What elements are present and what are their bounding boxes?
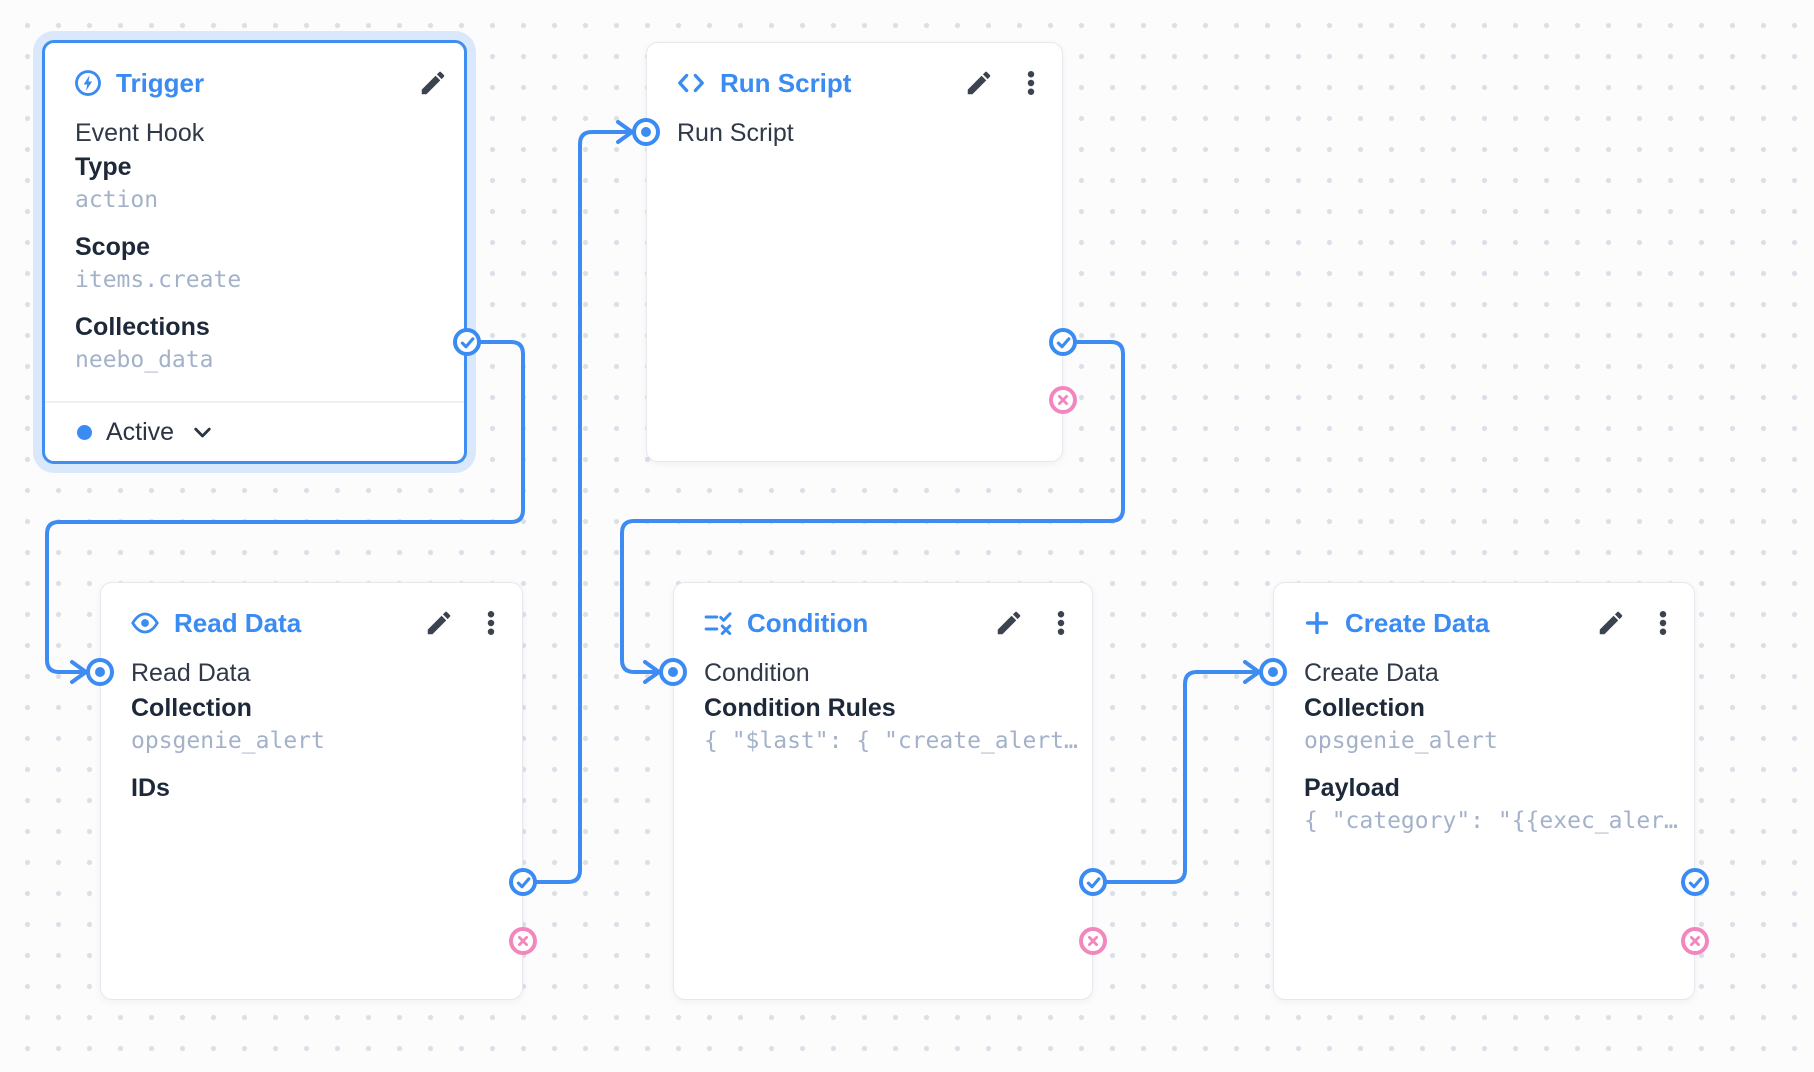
reject-port-read-data[interactable] <box>509 927 537 955</box>
edit-node-button[interactable] <box>418 68 448 98</box>
field-label: Collections <box>75 313 210 341</box>
rule-icon <box>702 608 734 638</box>
chevron-down-icon <box>190 420 215 445</box>
resolve-port-condition[interactable] <box>1079 868 1107 896</box>
node-field: Collections neebo_data <box>75 310 450 377</box>
edit-node-button[interactable] <box>994 608 1024 638</box>
node-menu-button[interactable] <box>1016 68 1046 98</box>
resolve-port-read-data[interactable] <box>509 868 537 896</box>
field-label: Condition Rules <box>704 694 896 722</box>
node-text: Event Hook <box>75 119 205 147</box>
field-value: { "$last": { "create_alert… <box>704 728 1078 754</box>
flow-node-create-data[interactable]: Create Data Create Data Collection opsgen… <box>1273 582 1695 1000</box>
field-label: Type <box>75 153 132 181</box>
field-label: Collection <box>131 694 252 722</box>
node-menu-button[interactable] <box>476 608 506 638</box>
bolt-icon <box>73 68 103 98</box>
edit-node-button[interactable] <box>424 608 454 638</box>
flow-node-condition[interactable]: Condition Condition Condition Rules { "$l… <box>673 582 1093 1000</box>
node-field: Scope items.create <box>75 230 450 297</box>
node-menu-button[interactable] <box>1046 608 1076 638</box>
node-field: Collection opsgenie_alert <box>1304 691 1680 758</box>
arrowhead-icon <box>616 120 634 144</box>
node-header: Trigger <box>73 65 448 101</box>
node-title: Trigger <box>116 67 205 98</box>
node-field: IDs <box>131 771 508 805</box>
arrowhead-icon <box>643 660 661 684</box>
reject-port-run-script[interactable] <box>1049 386 1077 414</box>
resolve-port-trigger[interactable] <box>453 328 481 356</box>
node-header: Read Data <box>129 605 506 641</box>
field-label: Collection <box>1304 694 1425 722</box>
input-port-label: Run Script <box>677 118 794 147</box>
input-port-label: Condition <box>704 658 810 687</box>
input-port-condition[interactable] <box>659 658 687 686</box>
field-value: opsgenie_alert <box>1304 728 1498 754</box>
resolve-port-create-data[interactable] <box>1681 868 1709 896</box>
plus-icon <box>1302 608 1332 638</box>
field-value: { "category": "{{exec_aler… <box>1304 808 1678 834</box>
arrowhead-icon <box>70 660 88 684</box>
reject-port-condition[interactable] <box>1079 927 1107 955</box>
node-field: Condition Rules { "$last": { "create_aler… <box>704 691 1078 758</box>
node-body: Condition Rules { "$last": { "create_aler… <box>704 691 1078 771</box>
edit-node-button[interactable] <box>1596 608 1626 638</box>
field-value: items.create <box>75 267 242 293</box>
node-title: Run Script <box>720 67 852 98</box>
node-header: Run Script <box>675 65 1046 101</box>
flow-node-read-data[interactable]: Read Data Read Data Collection opsgenie_a… <box>100 582 523 1000</box>
edit-node-button[interactable] <box>964 68 994 98</box>
field-label: Scope <box>75 233 151 261</box>
arrowhead-icon <box>1243 660 1261 684</box>
field-value: opsgenie_alert <box>131 728 325 754</box>
node-field: Collection opsgenie_alert <box>131 691 508 758</box>
input-port-label: Create Data <box>1304 658 1439 687</box>
input-port-create-data[interactable] <box>1259 658 1287 686</box>
input-port-label: Read Data <box>131 658 251 687</box>
input-port-run-script[interactable] <box>632 118 660 146</box>
status-label: Active <box>106 417 175 446</box>
field-label: Payload <box>1304 774 1400 802</box>
status-dropdown[interactable]: Active <box>45 401 464 461</box>
input-port-read-data[interactable] <box>86 658 114 686</box>
node-title: Read Data <box>174 607 302 638</box>
connection-read-data-to-run-script <box>521 130 634 884</box>
status-dot-icon <box>77 424 92 440</box>
field-value: action <box>75 187 159 213</box>
node-header: Condition <box>702 605 1076 641</box>
connection-condition-to-create-data <box>1091 670 1261 884</box>
reject-port-create-data[interactable] <box>1681 927 1709 955</box>
flow-node-run-script[interactable]: Run Script Run Script <box>646 42 1063 462</box>
node-field: Type action <box>75 150 450 217</box>
eye-icon <box>129 608 161 638</box>
node-title: Condition <box>747 607 869 638</box>
node-title: Create Data <box>1345 607 1490 638</box>
field-value: neebo_data <box>75 347 214 373</box>
node-field: Payload { "category": "{{exec_aler… <box>1304 771 1680 838</box>
code-icon <box>675 68 707 98</box>
resolve-port-run-script[interactable] <box>1049 328 1077 356</box>
field-label: IDs <box>131 774 170 802</box>
node-menu-button[interactable] <box>1648 608 1678 638</box>
node-header: Create Data <box>1302 605 1678 641</box>
